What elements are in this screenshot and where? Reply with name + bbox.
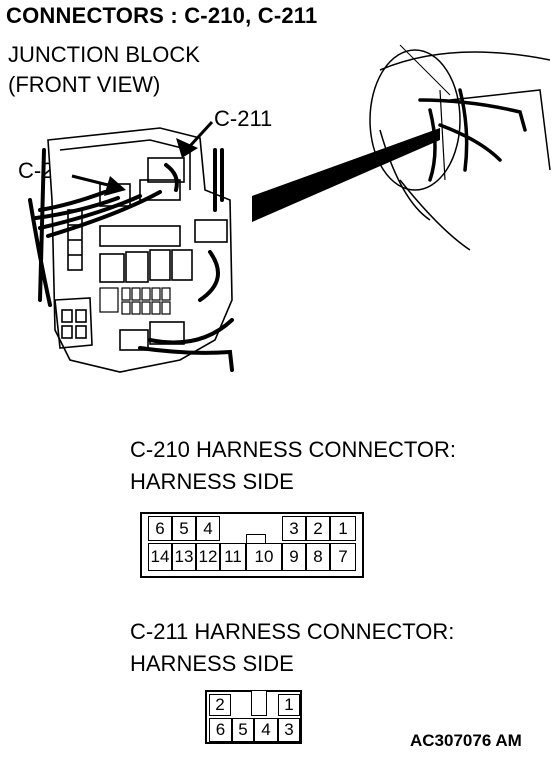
junction-block-line1: JUNCTION BLOCK	[8, 42, 200, 67]
c210-caption-line1: C-210 HARNESS CONNECTOR:	[130, 437, 456, 462]
c210-caption-line2: HARNESS SIDE	[130, 469, 294, 494]
c211-pin-2: 2	[209, 694, 231, 716]
leader-wedge	[252, 128, 440, 222]
wiring-harness	[28, 148, 234, 372]
c210-pin-5: 5	[172, 516, 196, 541]
c210-pin-10: 10	[246, 543, 282, 571]
c211-pin-1: 1	[278, 694, 300, 716]
dashboard-harness	[418, 88, 527, 182]
dashboard-inset	[369, 44, 551, 251]
c210-pin-8: 8	[306, 543, 330, 571]
c210-connector-face: 6 5 4 3 2 1 14 13 12 11 10 9 8 7	[140, 512, 364, 578]
c211-caption-line2: HARNESS SIDE	[130, 651, 294, 676]
callout-arrows	[71, 120, 214, 196]
figure-code: AC307076 AM	[410, 731, 522, 750]
c210-pin-6: 6	[148, 516, 172, 541]
c211-pin-5: 5	[232, 718, 254, 742]
c210-pin-9: 9	[282, 543, 306, 571]
page-title: CONNECTORS : C-210, C-211	[6, 3, 318, 28]
c210-pin-4: 4	[196, 516, 220, 541]
c211-callout-label: C-211	[214, 106, 273, 131]
c211-pin-4: 4	[254, 718, 278, 742]
junction-block-body	[47, 127, 233, 373]
c210-pin-12: 12	[196, 543, 220, 571]
c211-caption: C-211 HARNESS CONNECTOR: HARNESS SIDE	[130, 616, 454, 680]
c210-caption: C-210 HARNESS CONNECTOR: HARNESS SIDE	[130, 434, 456, 498]
c210-pin-2: 2	[306, 516, 330, 541]
junction-block-label: JUNCTION BLOCK (FRONT VIEW)	[8, 40, 200, 100]
c211-lock-tab	[251, 690, 267, 716]
c210-pin-11: 11	[220, 543, 246, 571]
c211-pin-6: 6	[209, 718, 232, 742]
c210-pin-13: 13	[172, 543, 196, 571]
c210-pin-3: 3	[282, 516, 306, 541]
c210-pin-1: 1	[330, 516, 356, 541]
junction-block-line2: (FRONT VIEW)	[8, 72, 161, 97]
junction-block-illustration	[28, 44, 551, 373]
c211-connector-face: 2 1 6 5 4 3	[205, 690, 302, 744]
c211-pin-3: 3	[278, 718, 300, 742]
c210-pin-7: 7	[330, 543, 356, 571]
c211-caption-line1: C-211 HARNESS CONNECTOR:	[130, 619, 455, 644]
c210-pin-14: 14	[148, 543, 172, 571]
